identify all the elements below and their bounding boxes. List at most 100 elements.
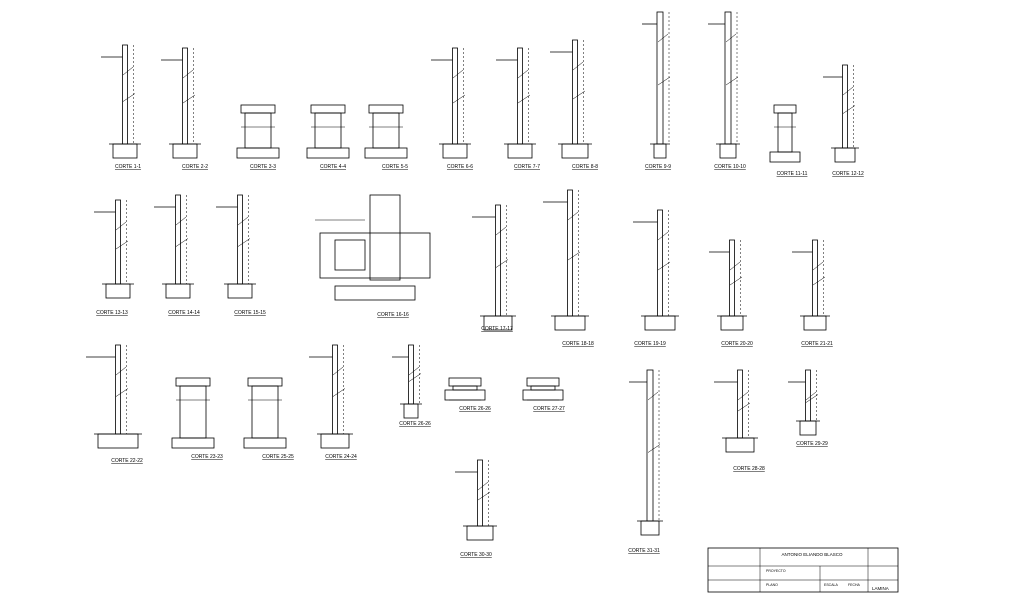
footing-line bbox=[236, 147, 280, 159]
footing-line bbox=[165, 283, 191, 299]
rebar-line bbox=[647, 391, 661, 453]
wall-line bbox=[729, 239, 735, 317]
section-drawing bbox=[161, 47, 201, 159]
base-line bbox=[334, 285, 416, 301]
footing-line bbox=[719, 143, 737, 159]
footing-line bbox=[105, 283, 131, 299]
title-block-field-proyecto: PROYECTO bbox=[766, 569, 786, 573]
section-drawing bbox=[714, 369, 758, 453]
section-drawing bbox=[431, 47, 471, 159]
rebar-line bbox=[805, 391, 819, 403]
beam-line bbox=[244, 112, 272, 149]
footing-line bbox=[522, 389, 564, 401]
footing-line bbox=[653, 143, 667, 159]
beam-line bbox=[452, 385, 478, 391]
section-label: CORTE 14-14 bbox=[168, 310, 200, 316]
footing-line bbox=[172, 143, 198, 159]
section-label: CORTE 12-12 bbox=[832, 171, 864, 177]
section-label: CORTE 25-25 bbox=[262, 454, 294, 460]
rebar-line bbox=[737, 391, 751, 412]
slab-line bbox=[368, 104, 404, 114]
wall-line bbox=[477, 459, 483, 527]
section-drawing bbox=[708, 11, 740, 159]
wall-line bbox=[646, 369, 654, 522]
wall-line bbox=[805, 369, 811, 422]
section-label: CORTE 23-23 bbox=[191, 454, 223, 460]
section-label: CORTE 27-27 bbox=[533, 406, 565, 412]
slab-line bbox=[240, 104, 276, 114]
section-drawing bbox=[392, 344, 422, 419]
wall-line bbox=[175, 194, 181, 285]
footing-line bbox=[725, 437, 755, 453]
wall-line bbox=[517, 47, 523, 145]
wall-line bbox=[812, 239, 818, 317]
footing-line bbox=[507, 143, 533, 159]
title-block-field-fecha: FECHA bbox=[848, 583, 861, 587]
section-label: CORTE 19-19 bbox=[634, 341, 666, 347]
rebar-line bbox=[812, 261, 826, 286]
wall-line bbox=[737, 369, 743, 439]
beam-line bbox=[530, 385, 556, 391]
wall-line bbox=[842, 64, 848, 149]
wall-line bbox=[572, 39, 578, 145]
footing-line bbox=[466, 525, 494, 541]
section-label: CORTE 22-22 bbox=[111, 458, 143, 464]
section-label: CORTE 26-26 bbox=[399, 421, 431, 427]
title-block-frame bbox=[707, 547, 899, 593]
section-label: CORTE 11-11 bbox=[777, 171, 808, 177]
section-label: CORTE 3-3 bbox=[250, 164, 276, 170]
wall-line bbox=[657, 209, 663, 317]
section-drawing bbox=[629, 369, 663, 536]
section-drawing bbox=[792, 239, 830, 331]
wall-line bbox=[115, 199, 121, 285]
section-label: CORTE 13-13 bbox=[96, 310, 128, 316]
section-drawing bbox=[496, 47, 536, 159]
wall-line bbox=[237, 194, 243, 285]
section-drawing bbox=[315, 194, 431, 301]
wall-line bbox=[122, 44, 128, 145]
section-label: CORTE 29-29 bbox=[796, 441, 828, 447]
rebar-line bbox=[175, 216, 189, 247]
footing-line bbox=[319, 232, 431, 279]
slab-line bbox=[773, 104, 797, 114]
section-drawing bbox=[455, 459, 497, 541]
footing-line bbox=[364, 147, 408, 159]
footing-line bbox=[720, 315, 744, 331]
title-block-field-escala: ESCALA bbox=[824, 583, 838, 587]
section-drawing bbox=[788, 369, 820, 436]
rebar-line bbox=[842, 86, 856, 114]
section-label: CORTE 10-10 bbox=[714, 164, 746, 170]
footing-line bbox=[112, 143, 138, 159]
rebar-line bbox=[115, 366, 129, 397]
rebar-line bbox=[517, 69, 531, 104]
footing-line bbox=[171, 437, 215, 449]
section-drawing bbox=[101, 44, 141, 159]
section-label: CORTE 5-5 bbox=[382, 164, 408, 170]
column-line bbox=[369, 194, 401, 281]
beam-line bbox=[179, 385, 207, 439]
section-drawing bbox=[243, 377, 287, 449]
section-drawing bbox=[642, 11, 671, 159]
section-label: CORTE 28-28 bbox=[733, 466, 765, 472]
section-drawing bbox=[171, 377, 215, 449]
wall-line bbox=[115, 344, 121, 435]
slab-line bbox=[526, 377, 560, 387]
footing-line bbox=[243, 437, 287, 449]
section-drawing bbox=[543, 189, 589, 331]
rebar-line bbox=[729, 261, 743, 286]
rebar-line bbox=[725, 33, 739, 86]
title-block-field-plano: PLANO bbox=[766, 583, 778, 587]
slab-line bbox=[247, 377, 283, 387]
section-drawing bbox=[444, 377, 486, 401]
section-label: CORTE 15-15 bbox=[234, 310, 266, 316]
section-drawing bbox=[154, 194, 194, 299]
rebar-line bbox=[408, 366, 422, 382]
footing-line bbox=[444, 389, 486, 401]
section-drawing bbox=[633, 209, 679, 331]
footing-line bbox=[97, 433, 139, 449]
section-drawing bbox=[709, 239, 747, 331]
footing-line bbox=[644, 315, 676, 331]
section-drawings bbox=[86, 11, 859, 541]
wall-line bbox=[182, 47, 188, 145]
